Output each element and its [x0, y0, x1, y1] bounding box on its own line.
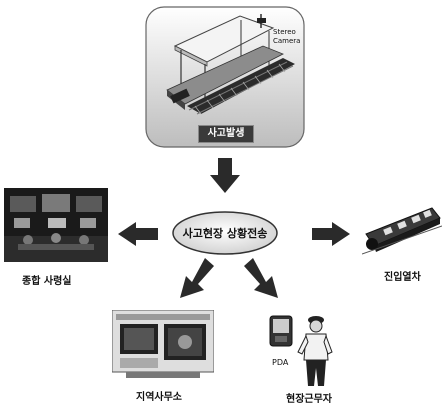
- incident-label-box: 사고발생: [198, 125, 254, 143]
- control-room-image: [4, 188, 108, 262]
- arrow-to-regional-office: [180, 258, 214, 298]
- field-staff-label: 현장근무자: [286, 394, 332, 405]
- field-staff-image: [268, 312, 342, 388]
- stereo-camera-icon: [257, 18, 266, 23]
- hub-ellipse: 사고현장 상황전송: [171, 210, 279, 256]
- stereo-camera-label: Stereo: [273, 28, 296, 36]
- pda-icon: [269, 315, 293, 347]
- pda-label: PDA: [272, 358, 289, 367]
- incident-panel: Stereo Camera 사고발생: [145, 6, 305, 148]
- regional-office-label: 지역사무소: [136, 392, 182, 403]
- arrow-left-to-control: [118, 222, 158, 246]
- arrow-right-to-train: [312, 222, 350, 246]
- arrow-down-to-hub: [210, 158, 240, 193]
- arrow-to-field-staff: [244, 258, 278, 298]
- control-room-label: 종합 사령실: [22, 276, 72, 287]
- platform-illustration: [145, 6, 305, 148]
- train-image: [361, 204, 443, 256]
- hub-label: 사고현장 상황전송: [182, 227, 268, 240]
- train-label: 진입열차: [384, 272, 421, 283]
- stereo-camera-label-2: Camera: [273, 37, 301, 45]
- field-worker-icon: [297, 316, 333, 386]
- incident-label: 사고발생: [207, 128, 245, 139]
- regional-office-image: [111, 309, 215, 378]
